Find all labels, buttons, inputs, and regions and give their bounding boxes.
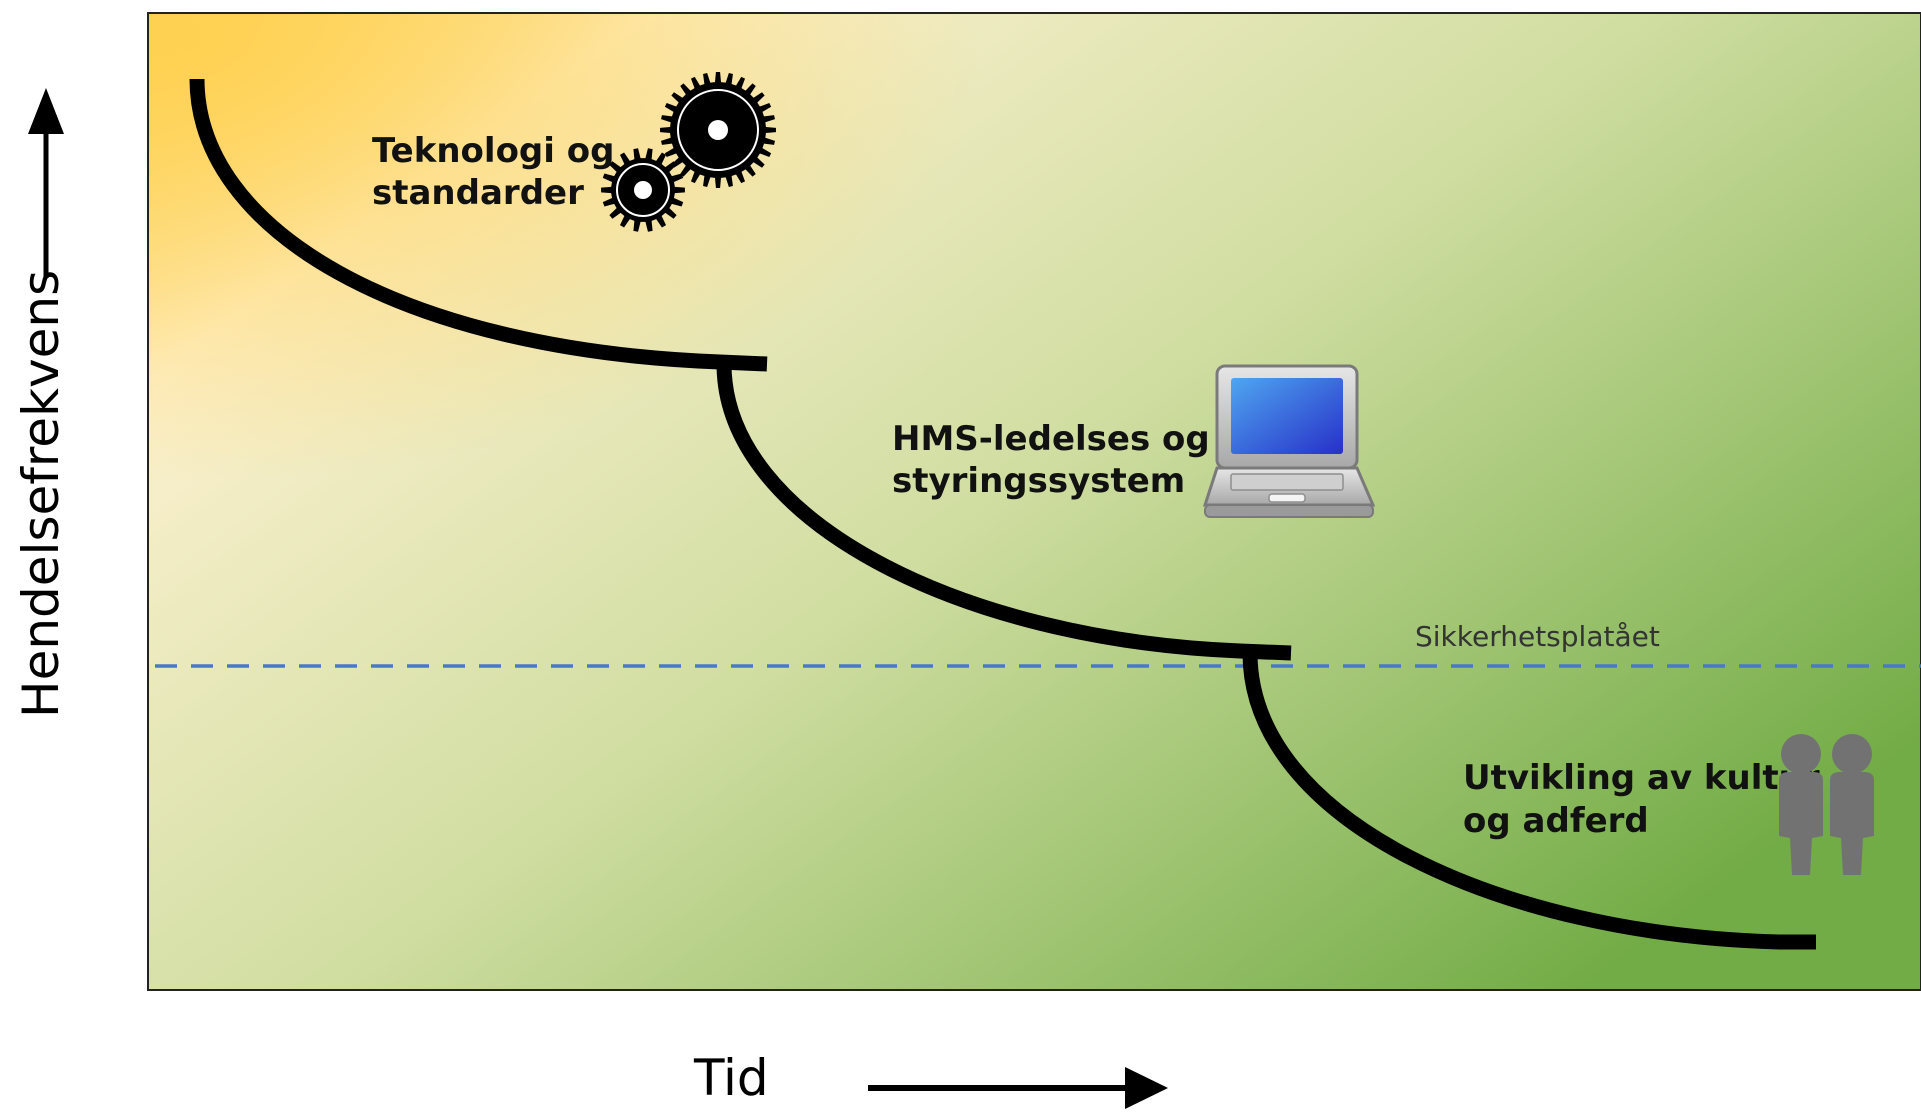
stage-1-line2: standarder bbox=[372, 173, 584, 213]
people-icon bbox=[1779, 734, 1874, 875]
stage-culture: Utvikling av kultur og adferd bbox=[1463, 734, 1874, 875]
x-axis: Tid bbox=[693, 1049, 1168, 1109]
frequency-curve bbox=[189, 78, 1816, 950]
laptop-icon bbox=[1202, 364, 1376, 518]
svg-text:Utvikling av kultur og a: Utvikling av kultur og adferd bbox=[1463, 758, 1831, 841]
diagram-panel bbox=[147, 12, 1921, 991]
x-axis-label: Tid bbox=[693, 1049, 769, 1107]
y-axis: Hendelsefrekvens bbox=[12, 88, 70, 718]
stage-technology: Teknologi og standarder bbox=[372, 72, 776, 232]
stage-2-line1: HMS-ledelses og bbox=[892, 419, 1210, 459]
svg-text:Teknologi og standarder: Teknologi og standarder bbox=[372, 131, 626, 213]
curve-segment-1 bbox=[189, 78, 768, 372]
stage-2-line2: styringssystem bbox=[892, 461, 1185, 501]
stage-3-line2: og adferd bbox=[1463, 801, 1649, 841]
y-axis-label: Hendelsefrekvens bbox=[12, 270, 70, 718]
safety-plateau-label: Sikkerhetsplatået bbox=[1415, 620, 1660, 653]
svg-text:HMS-ledelses og styrings: HMS-ledelses og styringssystem bbox=[892, 419, 1222, 501]
stage-hms: HMS-ledelses og styringssystem bbox=[892, 364, 1376, 518]
curve-segment-2 bbox=[716, 363, 1292, 661]
gears-icon bbox=[601, 72, 776, 232]
curve-segment-3 bbox=[1242, 652, 1816, 950]
stage-1-line1: Teknologi og bbox=[372, 131, 614, 171]
stage-3-line1: Utvikling av kultur bbox=[1463, 758, 1820, 798]
